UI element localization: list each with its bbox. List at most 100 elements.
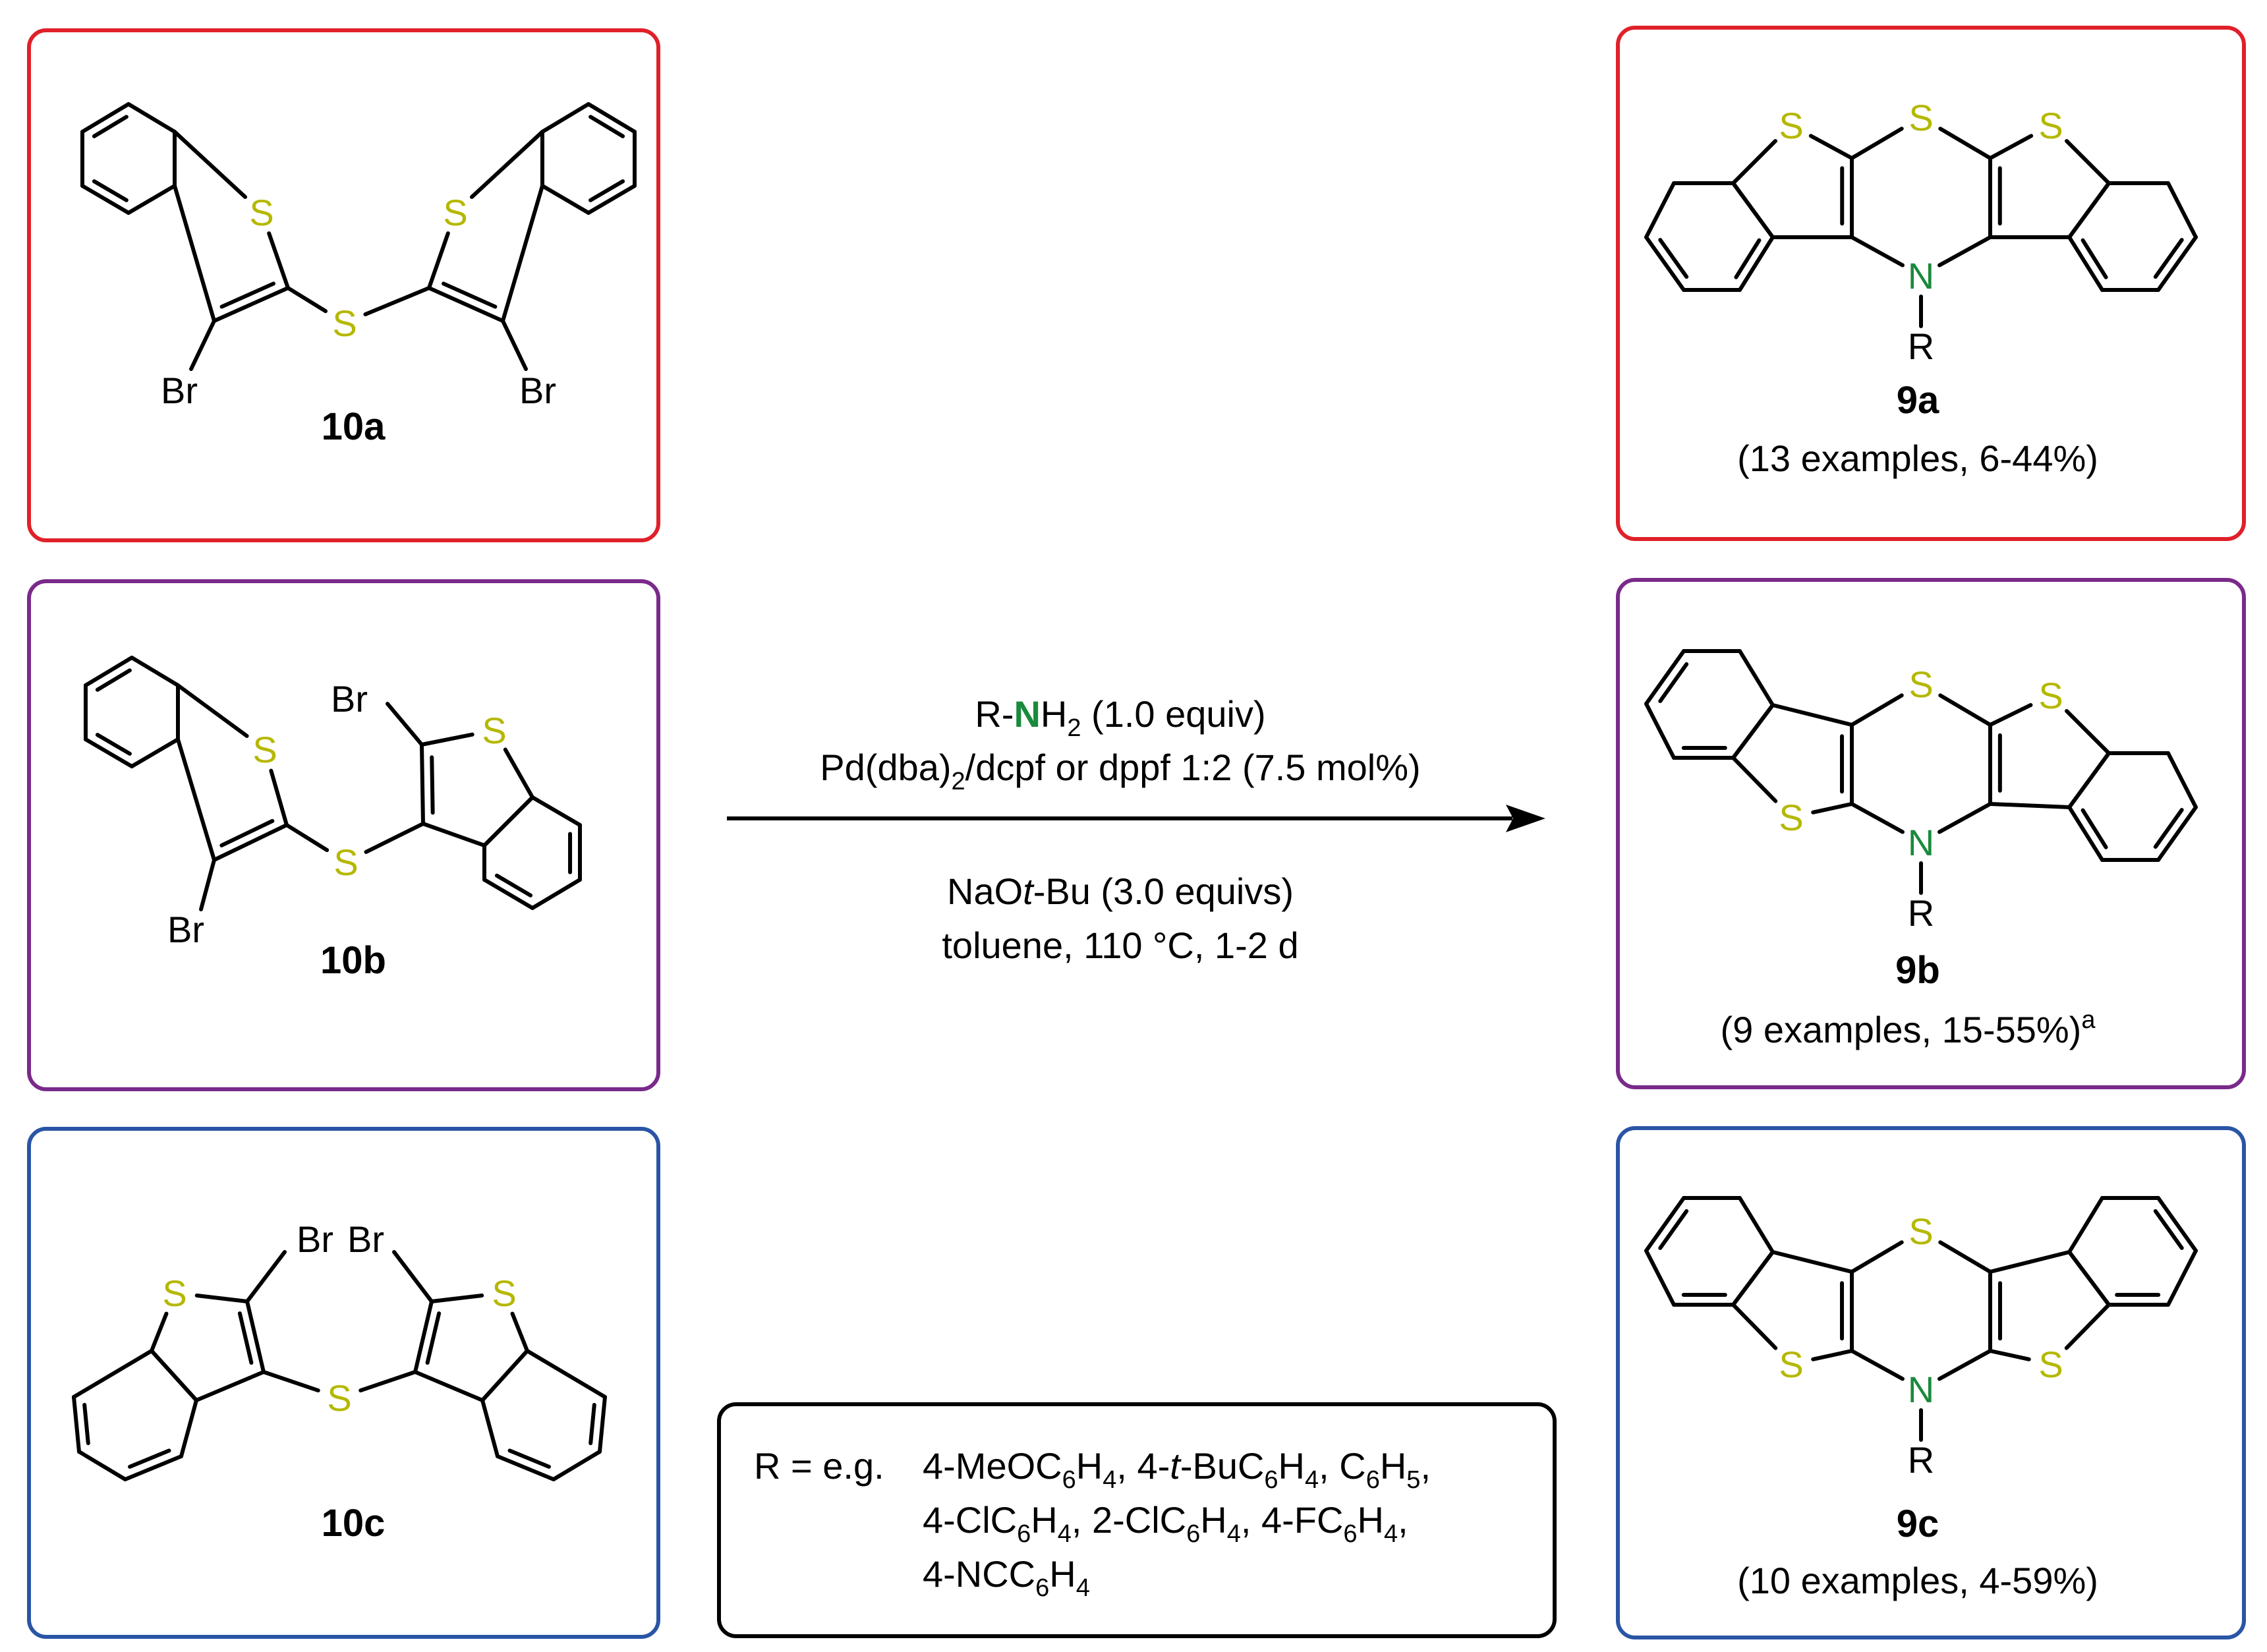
double-bond [237,1311,254,1365]
bond [245,1299,266,1374]
bond [1738,649,1775,707]
atom-n: N [1908,1369,1934,1410]
bond [525,1349,607,1399]
bond [510,1311,529,1353]
atom-br: Br [167,909,204,950]
bond [552,1450,602,1481]
bond [72,1349,154,1399]
double-bond [219,818,275,847]
atom-r: R [1908,892,1934,934]
bond [1771,703,1854,727]
bond [2065,709,2111,755]
bond [531,878,582,910]
atom-s: S [332,302,357,344]
bond [531,795,582,827]
bond [427,231,450,290]
atom-s: S [1908,664,1933,705]
double-bond [2080,808,2108,849]
bond [199,858,216,911]
bond [267,231,290,290]
bond [1938,127,1992,160]
bond [2065,139,2111,185]
bond [176,683,249,738]
yield-9a: (13 examples, 6-44%) [1737,438,2098,479]
bond [2067,1250,2111,1307]
bond [480,1349,529,1402]
double-bond [92,115,129,138]
bond [421,822,486,847]
bond [1938,693,1992,727]
bond [1988,802,2071,809]
bond [2067,805,2104,862]
atom-s: S [443,192,467,233]
bond [1808,134,1854,160]
box-10a [27,28,660,542]
atom-s: S [492,1272,516,1314]
atom-br: Br [347,1218,384,1260]
bond [1644,181,1676,239]
bond [77,1450,127,1481]
bond [386,702,424,747]
bond [179,1398,198,1458]
bond [496,1454,556,1481]
bond [286,286,328,314]
bond [469,130,544,199]
box-9a [1616,26,2246,541]
atom-s: S [2038,675,2063,716]
atom-s: S [2038,105,2063,146]
bond [173,130,248,199]
bond [245,1250,287,1303]
bond [1771,1250,1854,1274]
box-10c [27,1127,660,1639]
bond [130,656,180,687]
bond [1850,693,1904,727]
r-group-prefix: R = e.g. [754,1445,884,1487]
bond [1644,649,1686,706]
bond [1731,703,1775,760]
bond [392,1250,434,1303]
double-bond [219,281,275,309]
bond [80,102,130,134]
bond [176,737,216,862]
bond [150,1349,198,1402]
label-9a: 9a [1897,379,1939,422]
double-bond [588,1402,596,1446]
double-bond [425,1311,442,1365]
r-group-line-3: 4-NCC6H4 [923,1553,1090,1602]
bond [1988,1250,2071,1274]
atom-r: R [1908,326,1934,367]
atom-n: N [1908,822,1934,863]
atom-s: S [327,1377,351,1419]
bond [1738,235,1775,292]
atom-s: S [162,1272,187,1314]
bond [2067,1196,2104,1254]
bond [587,184,637,215]
bond [427,286,505,323]
bond [1988,1349,2031,1361]
double-bond [2153,238,2184,279]
bond [420,743,425,826]
double-bond [1658,662,1689,703]
bond [540,102,590,134]
double-bond [442,281,498,309]
bond [359,1370,417,1393]
bond [130,737,180,768]
bond [2166,1249,2198,1307]
atom-s: S [1908,1211,1933,1252]
double-bond [92,179,129,202]
bond [2156,1196,2198,1253]
label-10c: 10c [322,1502,386,1545]
double-bond [1658,1209,1689,1250]
bond [189,319,216,371]
bond [84,737,134,768]
double-bond [2153,1209,2184,1250]
bond [1850,802,1905,834]
condition-base: NaOt-Bu (3.0 equivs) [947,870,1294,912]
bond [1731,139,1777,185]
